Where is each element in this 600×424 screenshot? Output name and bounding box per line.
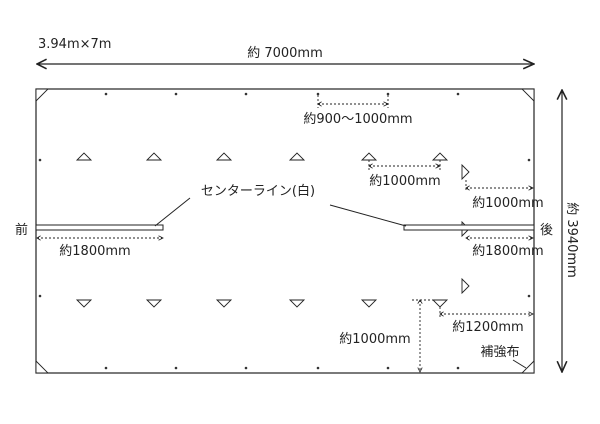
top-gap-label: 約900～1000mm [303, 112, 412, 127]
bottom-vertical-label: 約1000mm [339, 332, 410, 347]
center-line-leader-right [329, 204, 407, 227]
tri-gap-label: 約1000mm [369, 174, 440, 189]
tarp-sheet [35, 88, 535, 374]
reinforcement-leader [512, 359, 527, 369]
right-top-label: 約1000mm [472, 196, 543, 211]
grommets [38, 92, 531, 370]
front-label: 前 [15, 222, 28, 238]
center-line-label: センターライン(白) [201, 183, 315, 199]
width-label: 約 7000mm [247, 46, 323, 61]
center-line-leader-left [154, 197, 191, 227]
height-label: 約 3940mm [564, 202, 579, 278]
center-line-right [403, 224, 535, 231]
size-label: 3.94m×7m [38, 37, 111, 52]
reinforcement-label: 補強布 [480, 345, 519, 360]
bottom-right-label: 約1200mm [452, 320, 523, 335]
center-line-left [35, 224, 164, 231]
corner-reinforcements [35, 88, 535, 374]
back-label: 後 [540, 223, 553, 238]
left-line-label: 約1800mm [59, 244, 130, 259]
right-line-label: 約1800mm [472, 244, 543, 259]
upper-triangle-markers [75, 152, 449, 161]
lower-triangle-markers [75, 299, 449, 308]
